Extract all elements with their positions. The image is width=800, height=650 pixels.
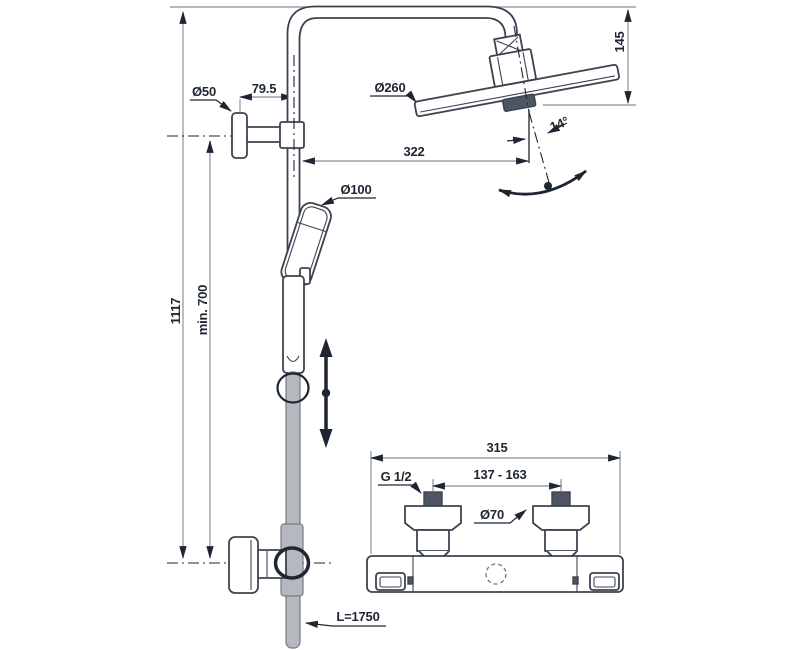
dimension-labels: Ø50 79.5 Ø260 322 145 14° Ø100 1117 min.… [168, 31, 627, 624]
label-137-163: 137 - 163 [473, 467, 526, 482]
hose-retainer-ring [273, 546, 311, 580]
mixer-right-bell [532, 505, 590, 531]
label-14-deg: 14° [548, 113, 571, 134]
wall-bracket [231, 55, 305, 180]
label-145: 145 [612, 31, 627, 52]
mixer-left-neck [416, 529, 450, 552]
centerlines [167, 135, 334, 564]
label-dia70: Ø70 [480, 507, 504, 522]
mixer-body [366, 555, 624, 593]
column-outer-edge [286, 5, 518, 555]
mixer-center-mark [485, 563, 507, 585]
mixer-left-nut [423, 491, 443, 507]
mixer-side-knob [228, 536, 259, 594]
head-hub [501, 93, 537, 112]
angle-14-arrows [506, 122, 568, 144]
leader-lines [190, 90, 527, 629]
label-hose-length: L=1750 [336, 609, 379, 624]
mixer-left-bell [404, 505, 462, 531]
hand-shower [280, 202, 332, 374]
hose-tube [285, 371, 301, 649]
dimension-lines [179, 8, 632, 560]
bracket-clamp [279, 121, 305, 149]
hand-shower-handle [282, 275, 305, 374]
shower-column [286, 5, 518, 555]
mixer-right-nut [551, 491, 571, 507]
label-1117: 1117 [168, 298, 183, 325]
hose [280, 371, 304, 649]
bracket-wall-plate [231, 112, 248, 159]
label-dia100: Ø100 [340, 182, 371, 197]
label-min-700: min. 700 [195, 285, 210, 335]
height-adjust-arrow [319, 338, 333, 448]
label-79-5: 79.5 [252, 81, 277, 96]
label-315: 315 [486, 440, 507, 455]
mixer-right-neck [544, 529, 578, 552]
overhead-shower [413, 33, 620, 118]
label-g-1-2: G 1/2 [381, 469, 412, 484]
bracket-arm [245, 126, 284, 143]
mixer-bottom-view [366, 491, 624, 593]
label-322: 322 [403, 144, 424, 159]
label-dia260: Ø260 [374, 80, 405, 95]
mixer-side-view [228, 536, 311, 594]
column-inner-edge [298, 17, 507, 555]
label-dia50: Ø50 [192, 84, 216, 99]
swivel-arrow [497, 169, 587, 198]
